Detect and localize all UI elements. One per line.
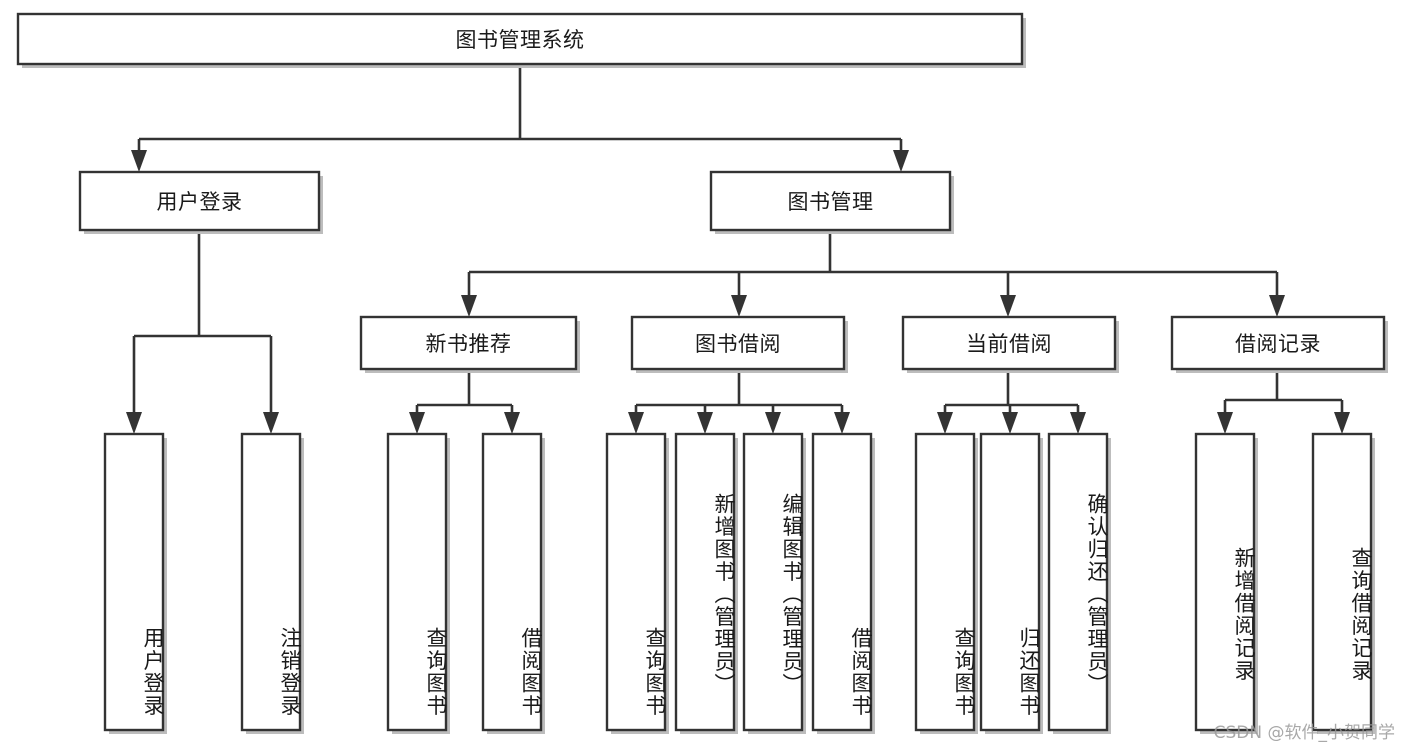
node-leaf-user-login[interactable] — [103, 432, 167, 734]
edge-userlogin-to-leaves — [126, 232, 279, 434]
node-borrow-record[interactable] — [1170, 315, 1388, 373]
node-leaf-borrow-book-2[interactable] — [811, 432, 875, 734]
node-leaf-return-book[interactable] — [979, 432, 1043, 734]
node-leaf-query-book-2[interactable] — [605, 432, 669, 734]
node-root[interactable] — [16, 12, 1026, 68]
node-leaf-borrow-book-1[interactable] — [481, 432, 545, 734]
edge-currentborrow-to-leaves — [937, 372, 1086, 434]
edge-borrowrecord-to-leaves — [1217, 372, 1350, 434]
node-leaf-confirm-return-admin[interactable] — [1047, 432, 1111, 734]
edge-newbook-to-leaves — [409, 372, 520, 434]
node-leaf-edit-book-admin[interactable] — [742, 432, 806, 734]
edge-root-to-level2 — [131, 64, 909, 172]
edge-bookborrow-to-leaves — [628, 372, 850, 434]
node-current-borrow[interactable] — [901, 315, 1119, 373]
node-leaf-query-book-1[interactable] — [386, 432, 450, 734]
node-book-management[interactable] — [709, 170, 954, 234]
node-leaf-query-book-3[interactable] — [914, 432, 978, 734]
edge-bookmgmt-to-level3 — [461, 232, 1285, 317]
node-leaf-add-borrow-record[interactable] — [1194, 432, 1258, 734]
node-book-borrow[interactable] — [630, 315, 848, 373]
node-user-login[interactable] — [78, 170, 323, 234]
node-leaf-add-book-admin[interactable] — [674, 432, 738, 734]
node-leaf-query-borrow-record[interactable] — [1311, 432, 1375, 734]
node-leaf-logout[interactable] — [240, 432, 304, 734]
node-new-book-recommend[interactable] — [359, 315, 580, 373]
